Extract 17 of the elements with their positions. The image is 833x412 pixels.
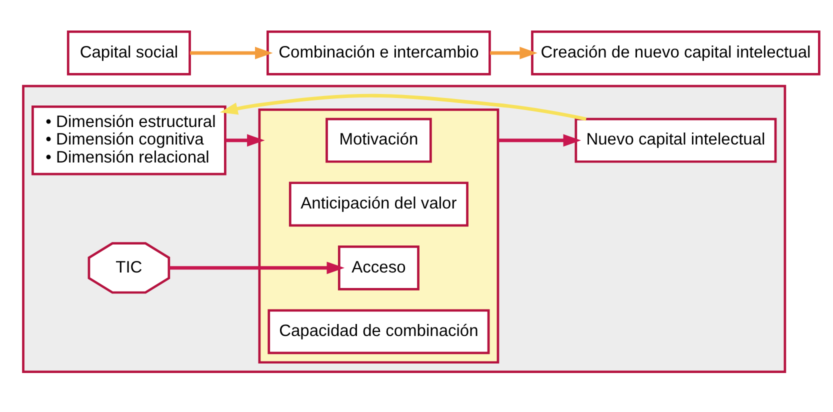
node-box: Creación de nuevo capital intelectual xyxy=(531,30,820,75)
arrow xyxy=(190,46,273,59)
cluster xyxy=(258,108,500,364)
arrow xyxy=(220,93,586,120)
node-box: Acceso xyxy=(338,244,420,290)
arrow xyxy=(490,46,538,59)
node-box: Combinación e intercambio xyxy=(266,30,491,75)
node-box: Motivación xyxy=(326,117,432,162)
node-box: Anticipación del valor xyxy=(288,181,468,226)
node-box: Nuevo capital intelectual xyxy=(574,117,777,162)
node-box: • Dimensión estructural • Dimensión cognitiva • Dimensión relacional xyxy=(32,105,226,175)
arrow xyxy=(498,134,582,146)
arrow xyxy=(168,261,345,274)
node-box: Capital social xyxy=(66,30,191,75)
node-box: Capacidad de combinación xyxy=(268,308,490,354)
cluster xyxy=(22,84,786,372)
arrow xyxy=(225,134,265,146)
